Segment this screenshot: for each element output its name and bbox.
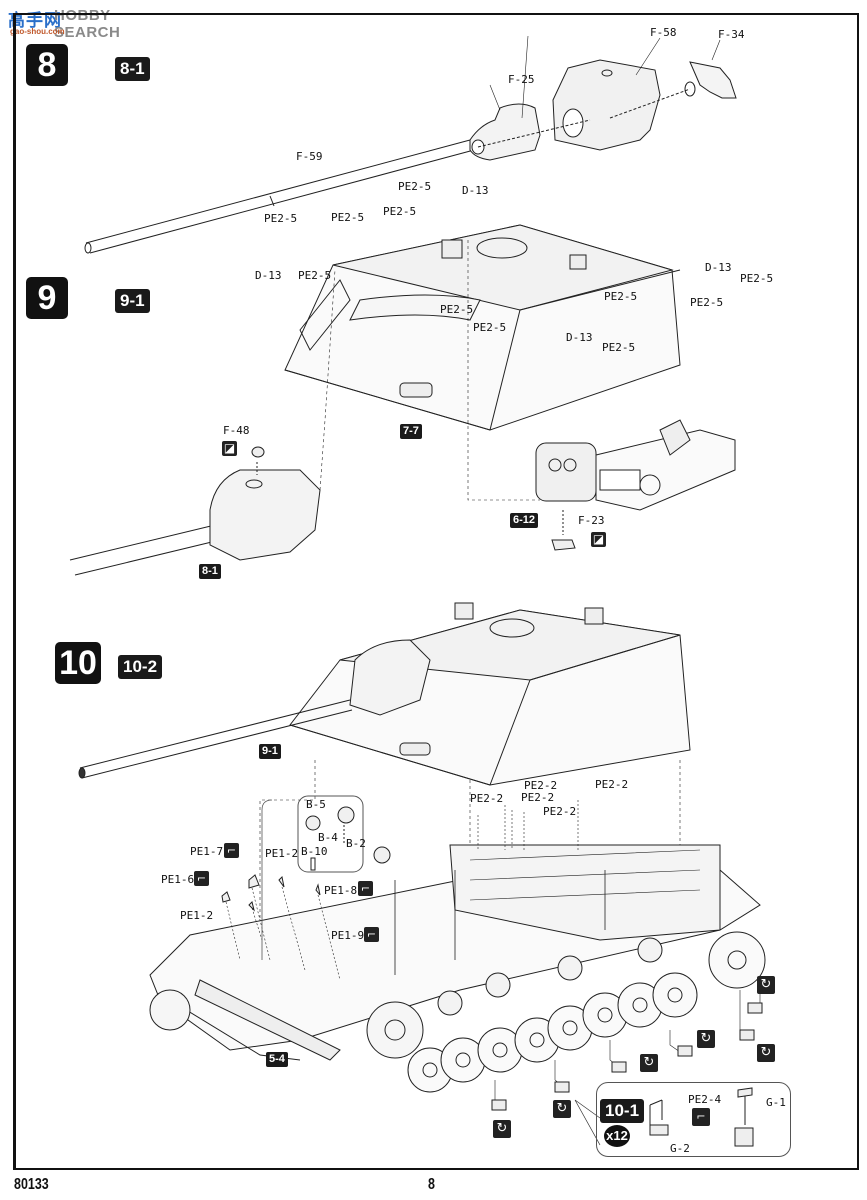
part-label-g2: G-2 [670,1142,690,1155]
part-label-f48: F-48 [223,424,250,437]
part-label-pe2-2: PE2-2 [543,805,577,818]
bend-icon: ⌐ [358,881,373,896]
part-label-b4: B-4 [318,831,338,844]
sub-ref-7-7: 7-7 [400,424,422,439]
step-9-number: 9 [26,277,68,319]
sub-assembly-10-1-drawing [649,1087,754,1147]
road-wheels-drawing [149,931,766,1093]
b-parts-drawing [305,806,391,871]
part-label-pe2-5: PE2-5 [690,296,724,309]
part-label-pe2-5: PE2-5 [473,321,507,334]
part-label-pe2-5: PE2-5 [298,269,332,282]
gun-assembly-drawing [69,446,321,576]
sub-ref-6-12: 6-12 [510,513,539,528]
part-label-d13: D-13 [705,261,732,274]
rotate-movable-icon: ↻ [757,1044,775,1062]
bend-icon: ⌐ [194,871,209,886]
rotate-movable-icon: ↻ [640,1054,658,1072]
step-10-number: 10 [55,642,101,684]
rotate-movable-icon: ↻ [493,1120,511,1138]
part-label-pe2-5: PE2-5 [602,341,636,354]
part-f34-drawing [684,61,737,99]
part-label-f34: F-34 [718,28,745,41]
part-label-f25: F-25 [508,73,535,86]
sub-assembly-quantity: x12 [604,1125,630,1147]
rotate-movable-icon: ↻ [697,1030,715,1048]
step-8-reference: 8-1 [115,57,150,81]
step-9-reference: 9-1 [115,289,150,313]
part-label-d13: D-13 [462,184,489,197]
mantlet-f25-drawing [469,103,541,161]
part-label-pe2-5: PE2-5 [740,272,774,285]
sub-assembly-10-1-reference: 10-1 [600,1099,645,1123]
part-label-d13: D-13 [255,269,282,282]
step-10-reference: 10-2 [118,655,163,679]
watermark-cn: 高手网 [8,11,62,31]
part-label-pe1-2: PE1-2 [265,847,299,860]
part-label-pe2-5: PE2-5 [604,290,638,303]
sub-assembly-10-1-box [596,1082,791,1157]
part-label-d13: D-13 [566,331,593,344]
rotate-movable-icon: ↻ [757,976,775,994]
glue-icon: ◪ [591,532,606,547]
engine-assembly-drawing [467,240,736,551]
page-number: 8 [428,1176,435,1193]
rotate-movable-icon: ↻ [553,1100,571,1118]
part-label-g1: G-1 [766,1096,786,1109]
part-label-pe1-7: PE1-7 [190,845,224,858]
part-label-b10: B-10 [301,845,328,858]
part-label-pe1-9: PE1-9 [331,929,365,942]
part-label-pe2-2: PE2-2 [595,778,629,791]
part-label-pe2-2: PE2-2 [470,792,504,805]
glue-icon: ◪ [222,441,237,456]
hull-chassis-drawing [149,844,761,1061]
part-label-pe2-4: PE2-4 [688,1093,722,1106]
sub-ref-5-4: 5-4 [266,1052,288,1067]
barrel-f59-drawing [84,139,475,254]
page-frame [13,13,859,1170]
part-label-f23: F-23 [578,514,605,527]
assembled-superstructure-drawing [78,602,691,786]
sub-ref-9-1: 9-1 [259,744,281,759]
part-label-pe2-5: PE2-5 [331,211,365,224]
mantlet-f58-drawing [552,59,661,151]
part-label-pe2-2: PE2-2 [521,791,555,804]
part-label-pe1-6: PE1-6 [161,873,195,886]
part-label-pe2-5: PE2-5 [440,303,474,316]
bend-icon: ⌐ [364,927,379,942]
part-label-pe2-5: PE2-5 [398,180,432,193]
product-code: 80133 [14,1176,49,1193]
watermark-url: gao-shou.com [10,27,65,36]
watermark: 高手网 HOBBY SEARCH gao-shou.com [4,2,164,41]
part-label-f58: F-58 [650,26,677,39]
bend-icon: ⌐ [224,843,239,858]
part-label-b5: B-5 [306,798,326,811]
suspension-brackets [491,1002,763,1111]
sub-ref-8-1: 8-1 [199,564,221,579]
part-label-pe1-8: PE1-8 [324,884,358,897]
bend-icon: ⌐ [692,1108,710,1126]
part-label-b2: B-2 [346,837,366,850]
part-label-pe2-2: PE2-2 [524,779,558,792]
step-8-number: 8 [26,44,68,86]
part-label-f59: F-59 [296,150,323,163]
watermark-en: HOBBY SEARCH [54,7,121,41]
pe1-parts-drawing [221,874,321,912]
part-label-pe2-5: PE2-5 [383,205,417,218]
part-label-pe1-2: PE1-2 [180,909,214,922]
superstructure-drawing [284,224,681,431]
part-label-pe2-5: PE2-5 [264,212,298,225]
